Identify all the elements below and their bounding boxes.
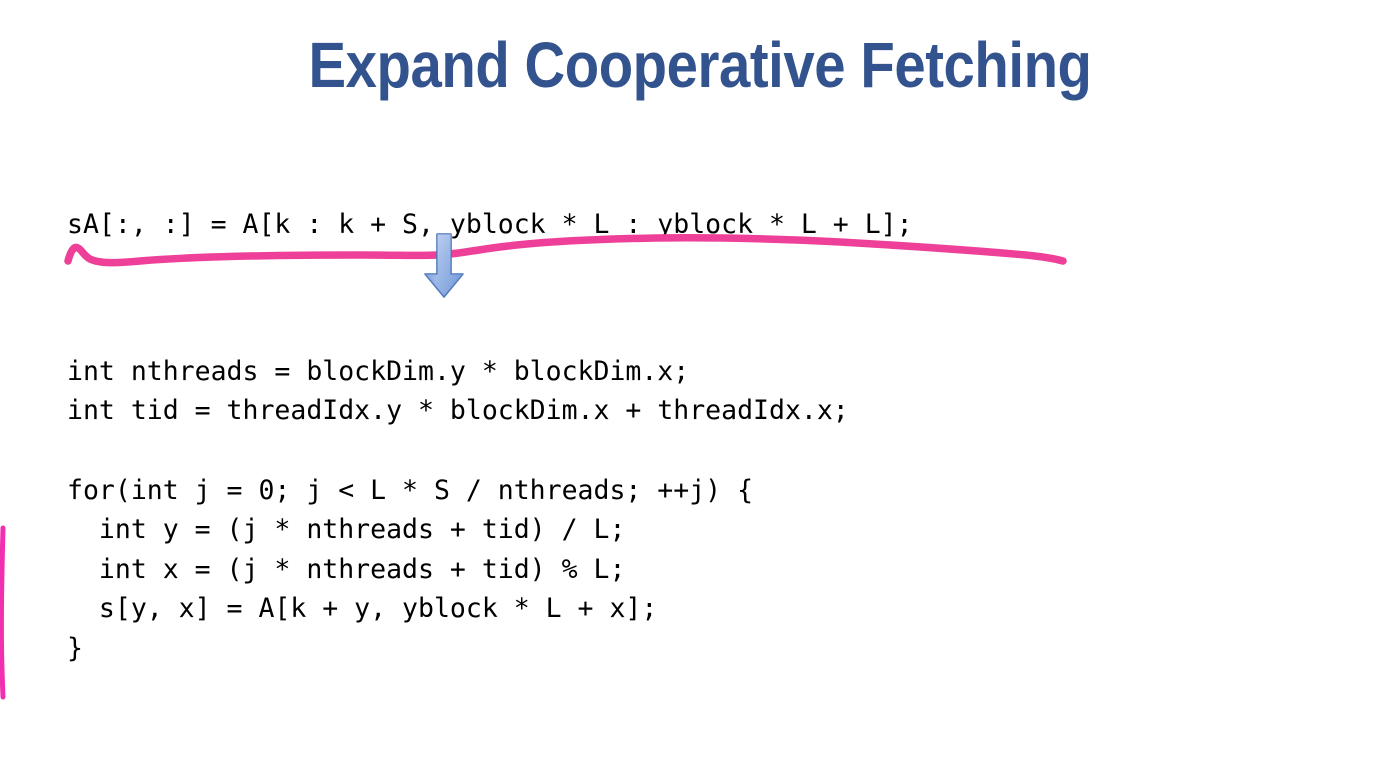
code-block-setup: int nthreads = blockDim.y * blockDim.x; …: [67, 355, 849, 427]
pink-edge-annotation: [0, 525, 6, 700]
code-block-before: sA[:, :] = A[k : k + S, yblock * L : ybl…: [67, 208, 913, 240]
code-block-loop: for(int j = 0; j < L * S / nthreads; ++j…: [67, 474, 754, 664]
page-title: Expand Cooperative Fetching: [308, 29, 1092, 101]
